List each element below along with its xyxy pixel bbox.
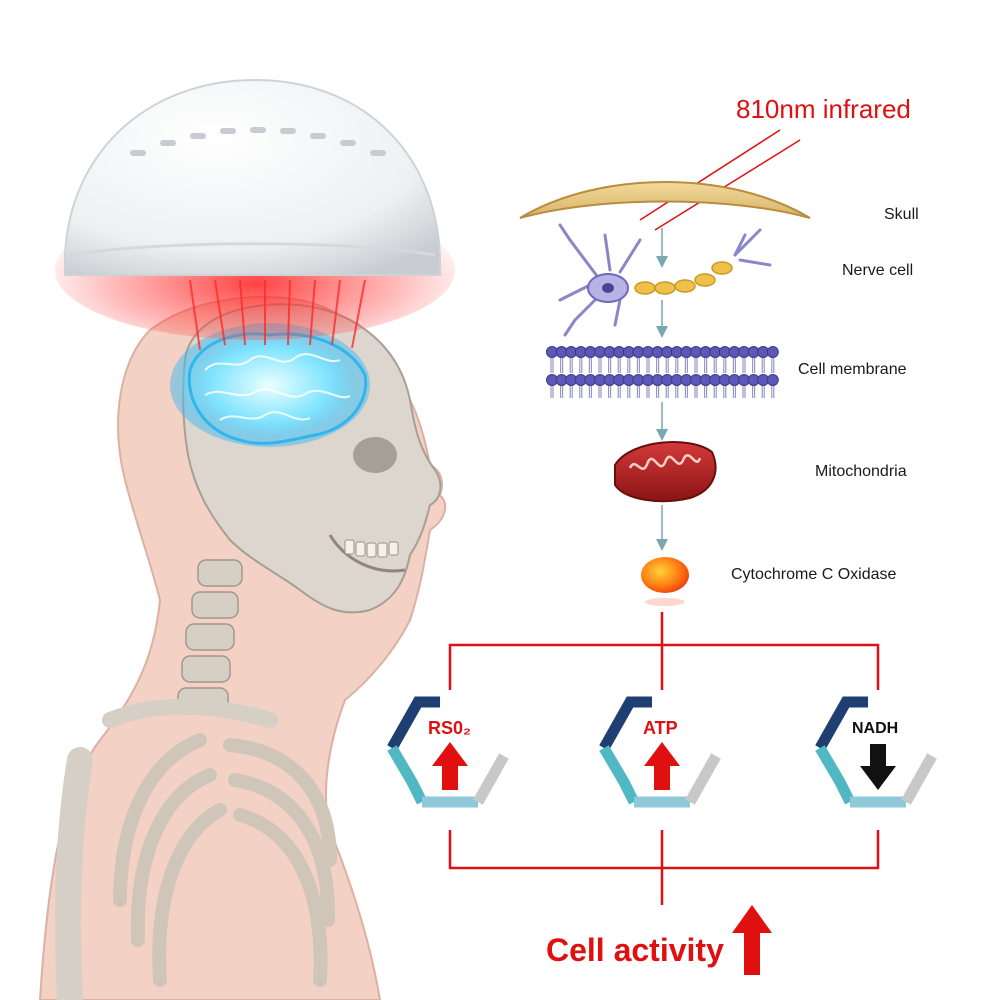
nadh-down-arrow (860, 744, 896, 790)
label-nerve-cell: Nerve cell (842, 262, 914, 279)
label-rso2: RS0₂ (428, 718, 472, 738)
cell-activity-up-arrow (732, 905, 772, 975)
label-cytochrome: Cytochrome C Oxidase (731, 566, 897, 583)
skull-layer-graphic (519, 181, 811, 219)
hex-badge-nadh (815, 696, 937, 808)
nerve-cell-graphic (558, 223, 772, 337)
infrared-beams (639, 129, 801, 231)
label-nadh: NADH (852, 720, 899, 737)
hex-badge-atp (599, 696, 721, 808)
cell-membrane-graphic (546, 346, 779, 398)
connector-lines (448, 612, 880, 905)
label-skull: Skull (884, 206, 919, 223)
human-figure (38, 296, 447, 1000)
cell-activity-label: Cell activity (546, 932, 724, 968)
label-atp: ATP (643, 718, 678, 738)
atp-up-arrow (644, 742, 680, 790)
laser-helmet (55, 78, 455, 351)
cytochrome-graphic (641, 557, 689, 606)
hex-badge-rso2 (387, 696, 509, 808)
infrared-title: 810nm infrared (736, 94, 911, 124)
brain-illustration (170, 323, 370, 447)
label-cell-membrane: Cell membrane (798, 361, 907, 378)
mitochondria-graphic (614, 441, 717, 503)
rso2-up-arrow (432, 742, 468, 790)
label-mitochondria: Mitochondria (815, 463, 907, 480)
